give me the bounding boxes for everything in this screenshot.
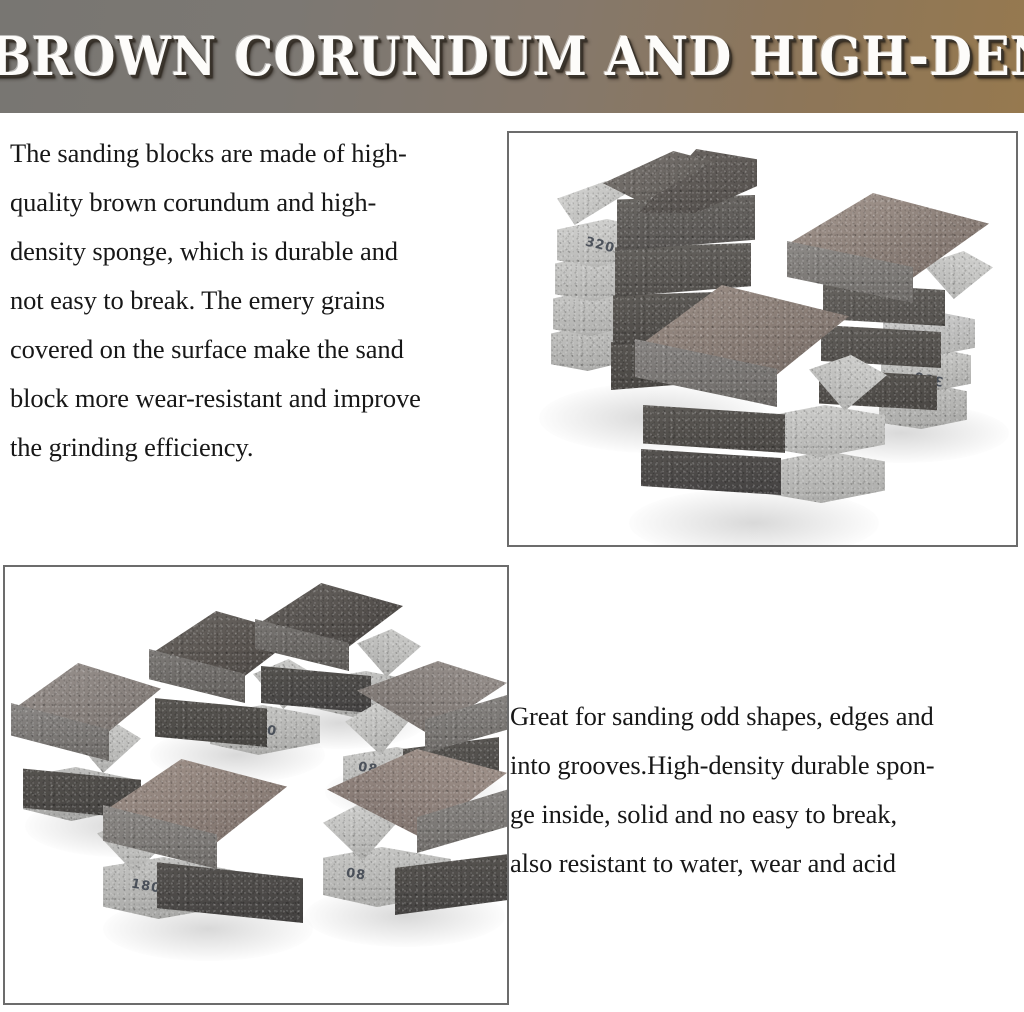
sponge-side-face [767, 451, 885, 503]
paragraph-line: ge inside, solid and no easy to break, [510, 799, 897, 830]
paragraph-line: quality brown corundum and high- [10, 187, 377, 218]
photo-canvas: 320 320 80 180 [5, 567, 507, 1003]
sponge-body-dark [155, 698, 267, 747]
paragraph-line: the grinding efficiency. [10, 432, 254, 463]
description-paragraph-left: The sanding blocks are made of high- qua… [10, 129, 495, 472]
sponge-body-dark [643, 405, 785, 453]
sponge-body-dark [641, 449, 781, 495]
photo-canvas: 320 320 [509, 133, 1016, 545]
description-paragraph-right: Great for sanding odd shapes, edges and … [510, 692, 1015, 888]
product-photo-ring: 320 320 80 180 [3, 565, 509, 1005]
paragraph-line: block more wear-resistant and improve [10, 383, 421, 414]
paragraph-line: The sanding blocks are made of high- [10, 138, 407, 168]
paragraph-line: density sponge, which is durable and [10, 236, 398, 267]
sponge-side-face [765, 405, 885, 457]
sponge-body-dark [261, 666, 371, 713]
paragraph-line: into grooves.High-density durable spon- [510, 750, 935, 781]
paragraph-line: also resistant to water, wear and acid [510, 848, 896, 879]
header-banner: BROWN CORUNDUM AND HIGH-DENSITY SPONGE [0, 0, 1024, 113]
page-title: BROWN CORUNDUM AND HIGH-DENSITY SPONGE [0, 25, 1024, 88]
paragraph-line: Great for sanding odd shapes, edges and [510, 701, 934, 731]
product-photo-stacks: 320 320 [507, 131, 1018, 547]
paragraph-line: not easy to break. The emery grains [10, 285, 385, 316]
paragraph-line: covered on the surface make the sand [10, 334, 404, 365]
bevel-face [357, 629, 421, 677]
